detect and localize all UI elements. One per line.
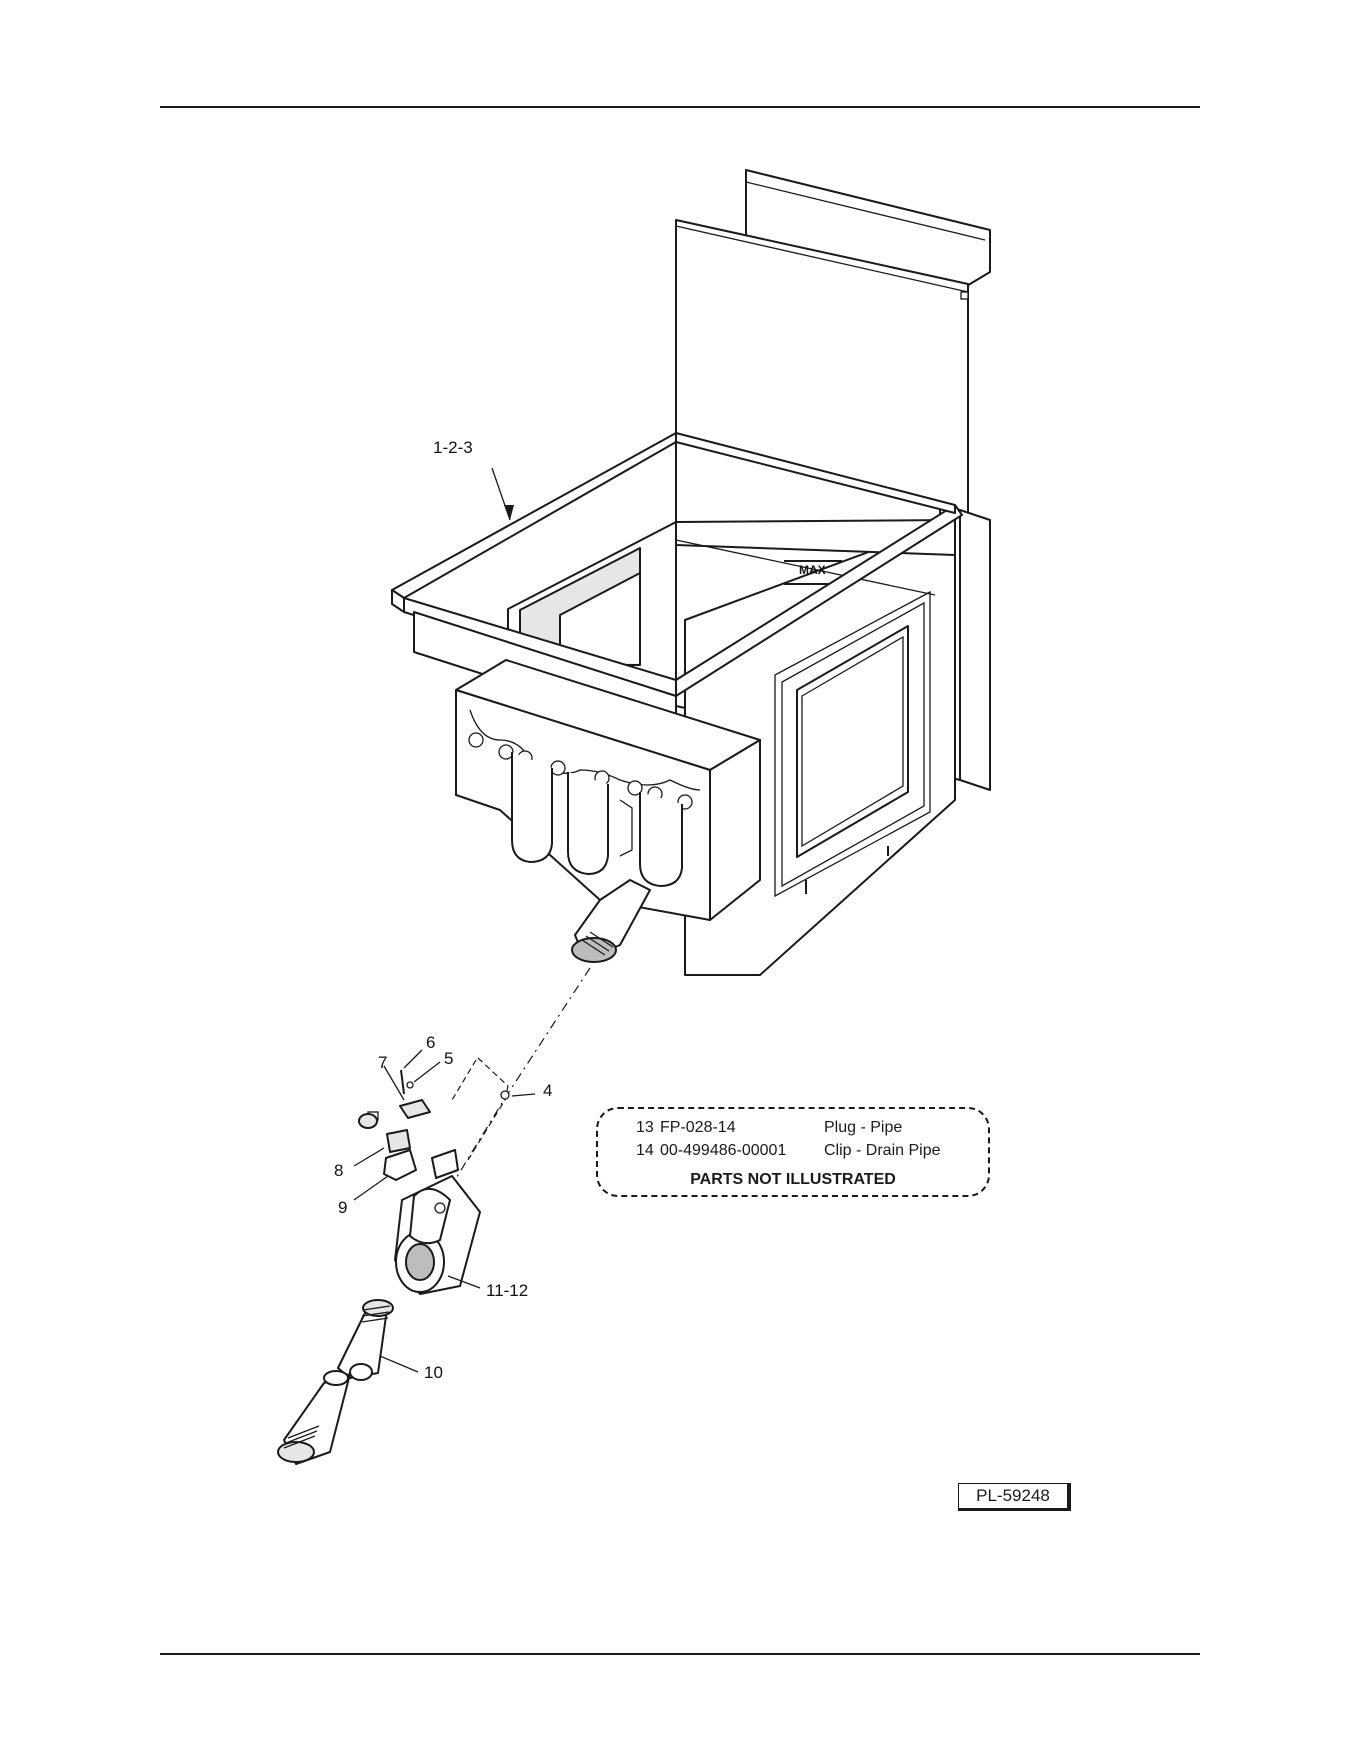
nut xyxy=(359,1114,377,1128)
parts-not-illustrated-box: 13 FP-028-14 Plug - Pipe 14 00-499486-00… xyxy=(596,1107,990,1197)
item-7-part xyxy=(400,1100,430,1118)
item-number: 13 xyxy=(636,1119,654,1136)
drawing-number-tag: PL-59248 xyxy=(958,1483,1071,1511)
callout-4: 4 xyxy=(543,1081,552,1100)
callout-5: 5 xyxy=(444,1049,453,1068)
drain-valve-assembly xyxy=(395,1176,480,1294)
drain-hardware xyxy=(359,1070,509,1180)
callout-11-12: 11-12 xyxy=(486,1281,528,1300)
item-6-screw xyxy=(401,1070,404,1094)
item-4-part xyxy=(501,1091,509,1099)
item-number: 14 xyxy=(636,1142,654,1159)
callout-1-2-3: 1-2-3 xyxy=(433,438,473,457)
callout-9: 9 xyxy=(338,1198,347,1217)
note-description: Plug - Pipe xyxy=(824,1119,902,1137)
drain-pipe-parts xyxy=(278,1300,393,1464)
item-8-part xyxy=(387,1130,410,1152)
note-row: 13 xyxy=(636,1119,654,1137)
callout-6: 6 xyxy=(426,1033,435,1052)
note-description: Clip - Drain Pipe xyxy=(824,1142,940,1160)
callout-8: 8 xyxy=(334,1161,343,1180)
max-level-mark: MAX xyxy=(799,563,826,577)
callout-7: 7 xyxy=(378,1053,387,1072)
note-part-number: FP-028-14 xyxy=(660,1119,736,1137)
note-part-number: 00-499486-00001 xyxy=(660,1142,786,1160)
item-5-part xyxy=(407,1082,413,1088)
item-9-bracket xyxy=(384,1150,416,1180)
callout-10: 10 xyxy=(424,1363,443,1382)
parts-not-illustrated-title: PARTS NOT ILLUSTRATED xyxy=(598,1171,988,1189)
note-row: 14 xyxy=(636,1142,654,1160)
